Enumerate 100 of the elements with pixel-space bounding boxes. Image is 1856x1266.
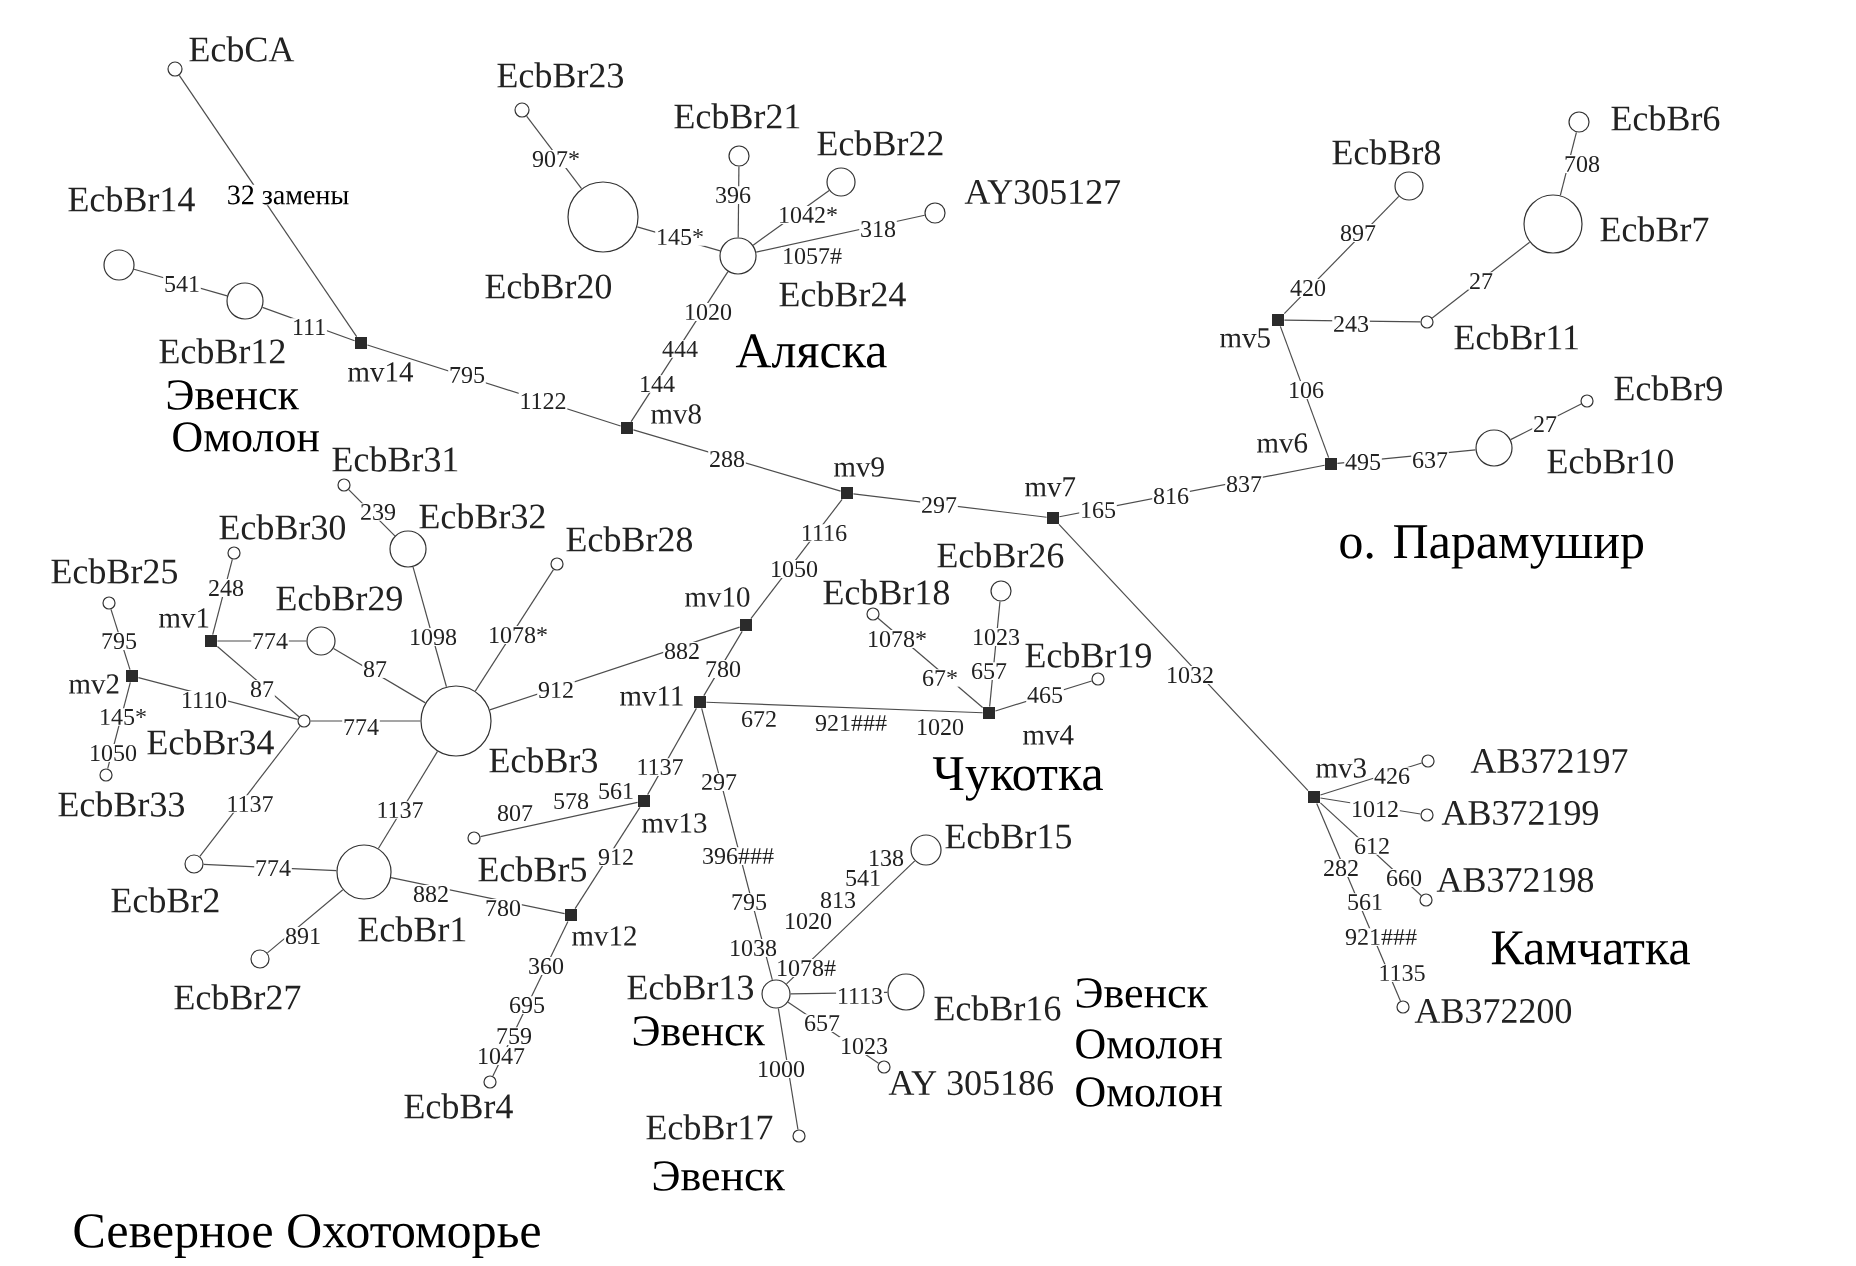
haplotype-label: EcbBr34: [147, 729, 274, 755]
median-square: [983, 707, 995, 719]
node-label: mv1: [159, 608, 209, 628]
median-square: [694, 696, 706, 708]
haplotype-label: EcbBr23: [497, 62, 623, 88]
mutation-label: 795: [448, 366, 486, 384]
mutation-label: 816: [1152, 487, 1190, 505]
mutation-label: 780: [484, 899, 522, 917]
population-label: Эвенск: [1076, 978, 1209, 1008]
haplotype-label: EcbBr8: [1332, 139, 1440, 165]
mutation-label: 165: [1079, 501, 1117, 519]
mutation-label: 1137: [635, 758, 685, 776]
node-label: mv14: [348, 362, 414, 382]
mutation-label: 144: [638, 375, 676, 393]
haplotype-label: EcbBr11: [1454, 324, 1578, 350]
mutation-label: 282: [1322, 859, 1360, 877]
population-label: Эвенск: [653, 1161, 786, 1191]
mutation-label: 27: [1532, 415, 1558, 433]
node-label: mv8: [651, 404, 701, 424]
mutation-label: 759: [495, 1027, 533, 1045]
haplotype-label: EcbBr15: [945, 823, 1071, 849]
mutation-label: 420: [1289, 279, 1327, 297]
network-line: [777, 1007, 799, 1131]
haplotype-label: EcbBr22: [817, 130, 943, 156]
haplotype-circle: [887, 973, 925, 1011]
haplotype-circle: [1475, 429, 1513, 467]
haplotype-label: EcbBr7: [1600, 216, 1709, 242]
mutation-label: 912: [537, 681, 575, 699]
network-line: [1058, 523, 1309, 792]
haplotype-label: EcbBr18: [823, 579, 949, 605]
mutation-label: 1098: [408, 628, 458, 646]
haplotype-label: EcbBr27: [174, 984, 301, 1010]
mutation-label: 1078*: [866, 630, 928, 648]
network-line: [479, 801, 639, 838]
node-label: mv9: [834, 457, 884, 477]
mutation-label: 239: [359, 503, 397, 521]
mutation-label: 1135: [1377, 964, 1427, 982]
haplotype-label: EcbBr6: [1611, 105, 1720, 131]
mutation-label: 1078*: [487, 626, 549, 644]
haplotype-label: EcbBr10: [1547, 448, 1673, 474]
mutation-label: 780: [704, 660, 742, 678]
mutation-label: 1047: [476, 1047, 526, 1065]
median-square: [126, 670, 138, 682]
node-label: mv11: [620, 686, 683, 706]
node-label: mv2: [69, 674, 119, 694]
haplotype-label: EcbBr21: [674, 103, 800, 129]
mutation-label: 882: [412, 885, 450, 903]
mutation-label: 465: [1026, 686, 1064, 704]
population-label: Омолон: [1076, 1077, 1222, 1107]
node-label: mv12: [572, 926, 636, 946]
mutation-label: 1113: [836, 987, 884, 1005]
mutation-label: 360: [527, 957, 565, 975]
region-label: о. Парамушир: [1340, 525, 1643, 569]
node-label: mv5: [1220, 328, 1270, 348]
haplotype-circle: [389, 530, 427, 568]
mutation-label: 145*: [98, 708, 148, 726]
mutation-label: 578: [552, 792, 590, 810]
mutation-label: 541: [844, 869, 882, 887]
haplotype-label: EcbBr13: [627, 974, 753, 1000]
haplotype-circle: [1568, 111, 1590, 133]
node-label: mv3: [1316, 758, 1366, 778]
haplotype-label: EcbBr19: [1025, 642, 1151, 668]
haplotype-label: AY 305186: [888, 1070, 1053, 1096]
mutation-label: 106: [1287, 381, 1325, 399]
population-label: Эвенск: [633, 1016, 766, 1046]
mutation-label: 1038: [728, 939, 778, 957]
mutation-label: 882: [663, 642, 701, 660]
haplotype-label: EcbBr25: [51, 558, 177, 584]
haplotype-label: EcbBr24: [779, 281, 906, 307]
haplotype-label: EcbBr14: [68, 186, 195, 212]
mutation-label: 1110: [180, 691, 228, 709]
network-line: [178, 74, 358, 338]
mutation-label: 67*: [921, 669, 959, 687]
haplotype-label: EcbBr17: [646, 1114, 773, 1140]
mutation-label: 541: [163, 275, 201, 293]
mutation-label: 612: [1353, 837, 1391, 855]
mutation-label: 138: [867, 849, 905, 867]
mutation-label: 657: [970, 662, 1008, 680]
haplotype-circle: [910, 834, 942, 866]
haplotype-label: AB372200: [1414, 998, 1572, 1024]
mutation-label: 672: [740, 710, 778, 728]
haplotype-label: EcbBr29: [276, 585, 402, 611]
haplotype-label: EcbBr30: [219, 514, 345, 540]
mutation-label: 795: [730, 893, 768, 911]
haplotype-label: EcbBr20: [485, 273, 611, 299]
mutation-label: 426: [1373, 767, 1411, 785]
mutation-label: 1078#: [775, 959, 837, 977]
median-square: [1325, 458, 1337, 470]
network-line: [705, 701, 984, 714]
median-square: [565, 909, 577, 921]
mutation-label: 897: [1339, 224, 1377, 242]
haplotype-circle: [1394, 171, 1424, 201]
mutation-label: 907*: [531, 150, 581, 168]
region-label: Камчатка: [1491, 931, 1690, 965]
haplotype-circle: [184, 854, 204, 874]
mutation-label: 1116: [800, 524, 848, 542]
haplotype-circle: [336, 844, 392, 900]
mutation-label: 1020: [783, 912, 833, 930]
haplotype-circle: [761, 979, 791, 1009]
mutation-label: 1032: [1165, 666, 1215, 684]
